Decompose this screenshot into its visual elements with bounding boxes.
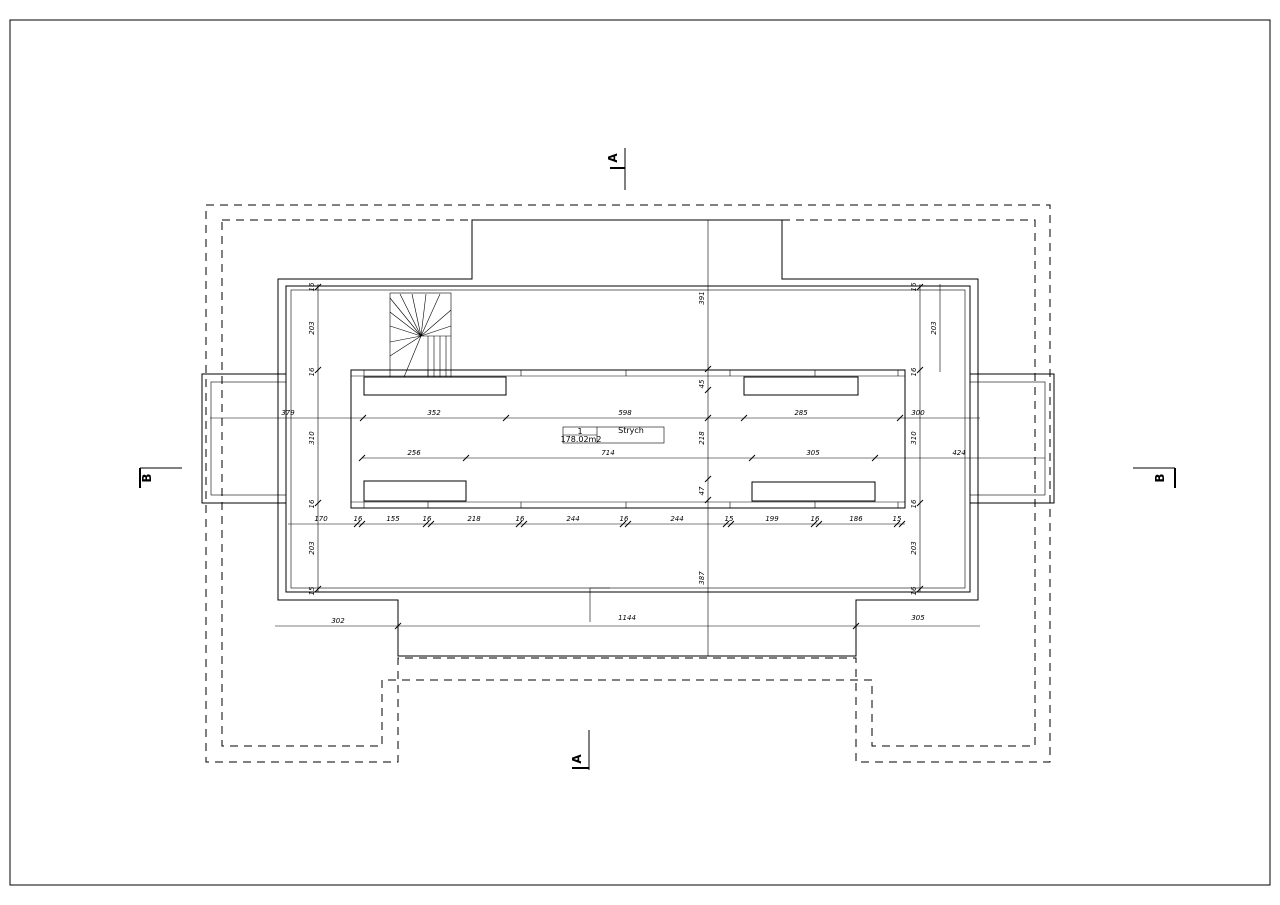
dim-text: 244	[670, 515, 683, 523]
dim-text: 16	[910, 282, 918, 291]
dim-text: 285	[794, 409, 808, 417]
section-marker-a-top-label: A	[606, 153, 620, 163]
dims-row1: 379 352 598 285 300	[281, 409, 925, 417]
strip-posts	[363, 370, 899, 508]
dimension-lines	[210, 284, 1045, 627]
dim-text: 16	[910, 586, 918, 595]
dim-text: 16	[910, 367, 918, 376]
dim-text: 199	[765, 515, 779, 523]
dim-text: 391	[698, 291, 706, 304]
dim-text: 305	[911, 614, 925, 622]
room-label: 1 Strych 178.02m2	[561, 426, 665, 444]
dim-text: 310	[308, 431, 316, 445]
section-marker-b-right: B	[1133, 467, 1176, 488]
dim-text: 16	[423, 515, 432, 523]
staircase	[389, 292, 452, 378]
dim-text: 352	[427, 409, 441, 417]
dim-text: 203	[910, 541, 918, 554]
dim-text: 16	[308, 282, 316, 291]
building-inner-wall	[285, 285, 971, 593]
dim-text: 16	[308, 499, 316, 508]
dim-text: 15	[725, 515, 734, 523]
building-outer-wall	[277, 219, 979, 657]
dim-text: 256	[407, 449, 421, 457]
dim-text: 15	[893, 515, 902, 523]
beam-bottom-right	[751, 481, 876, 502]
dim-text: 16	[308, 367, 316, 376]
inner-dashed-outline	[221, 219, 1036, 747]
beam-bottom-left	[363, 480, 467, 502]
left-wing	[201, 373, 287, 504]
dim-text: 155	[386, 515, 400, 523]
right-wing-inner	[969, 381, 1046, 496]
dim-text: 387	[698, 571, 706, 585]
dim-text: 16	[811, 515, 820, 523]
dim-text: 16	[620, 515, 629, 523]
dim-text: 203	[930, 321, 938, 334]
dim-text: 244	[566, 515, 579, 523]
section-marker-a-bottom-label: A	[570, 754, 584, 764]
dims-center-vertical: 391 45 218 47 387	[698, 291, 706, 584]
dim-text: 186	[849, 515, 863, 523]
dim-text: 310	[910, 431, 918, 445]
dim-text: 203	[308, 541, 316, 554]
section-marker-a-bottom: A	[570, 730, 590, 770]
right-wing	[969, 373, 1055, 504]
dims-row3: 170 16 155 16 218 16 244 16 244 15 199 1…	[314, 515, 902, 523]
sheet-frame	[9, 19, 1271, 886]
dims-right-vertical: 16 203 16 310 16 203 16	[910, 282, 938, 595]
left-wing-inner	[210, 381, 287, 496]
room-area: 178.02m2	[561, 435, 602, 444]
dim-text: 305	[806, 449, 820, 457]
dim-text: 16	[354, 515, 363, 523]
dim-text: 170	[314, 515, 328, 523]
dims-row4: 302 1144 305	[331, 614, 925, 625]
dim-text: 16	[910, 499, 918, 508]
beam-top-left	[363, 376, 507, 396]
dim-text: 714	[601, 449, 614, 457]
room-number: 1	[577, 427, 582, 436]
building-inner-wall-2	[290, 289, 966, 589]
beam-top-right	[743, 376, 859, 396]
dim-text: 16	[516, 515, 525, 523]
dim-text: 47	[698, 486, 706, 495]
dim-text: 379	[281, 409, 295, 417]
dims-left-vertical: 16 203 16 310 16 203 15	[308, 282, 316, 595]
section-marker-b-left: B	[139, 467, 182, 488]
room-name: Strych	[618, 426, 644, 435]
central-strip	[350, 369, 906, 509]
section-marker-b-left-label: B	[140, 473, 154, 482]
section-marker-b-right-label: B	[1153, 473, 1167, 482]
dim-text: 45	[698, 379, 706, 388]
dimension-ticks	[314, 283, 924, 630]
dims-row2: 256 714 305 424	[407, 449, 965, 457]
outer-dashed-outline	[205, 204, 1051, 763]
dim-text: 203	[308, 321, 316, 334]
dim-text: 1144	[618, 614, 636, 622]
dim-text: 424	[952, 449, 965, 457]
dim-text: 218	[467, 515, 481, 523]
dim-text: 300	[911, 409, 925, 417]
dim-text: 302	[331, 617, 345, 625]
section-marker-a-top: A	[606, 148, 626, 190]
dim-text: 218	[698, 431, 706, 445]
dim-text: 598	[618, 409, 632, 417]
dim-text: 15	[308, 586, 316, 595]
